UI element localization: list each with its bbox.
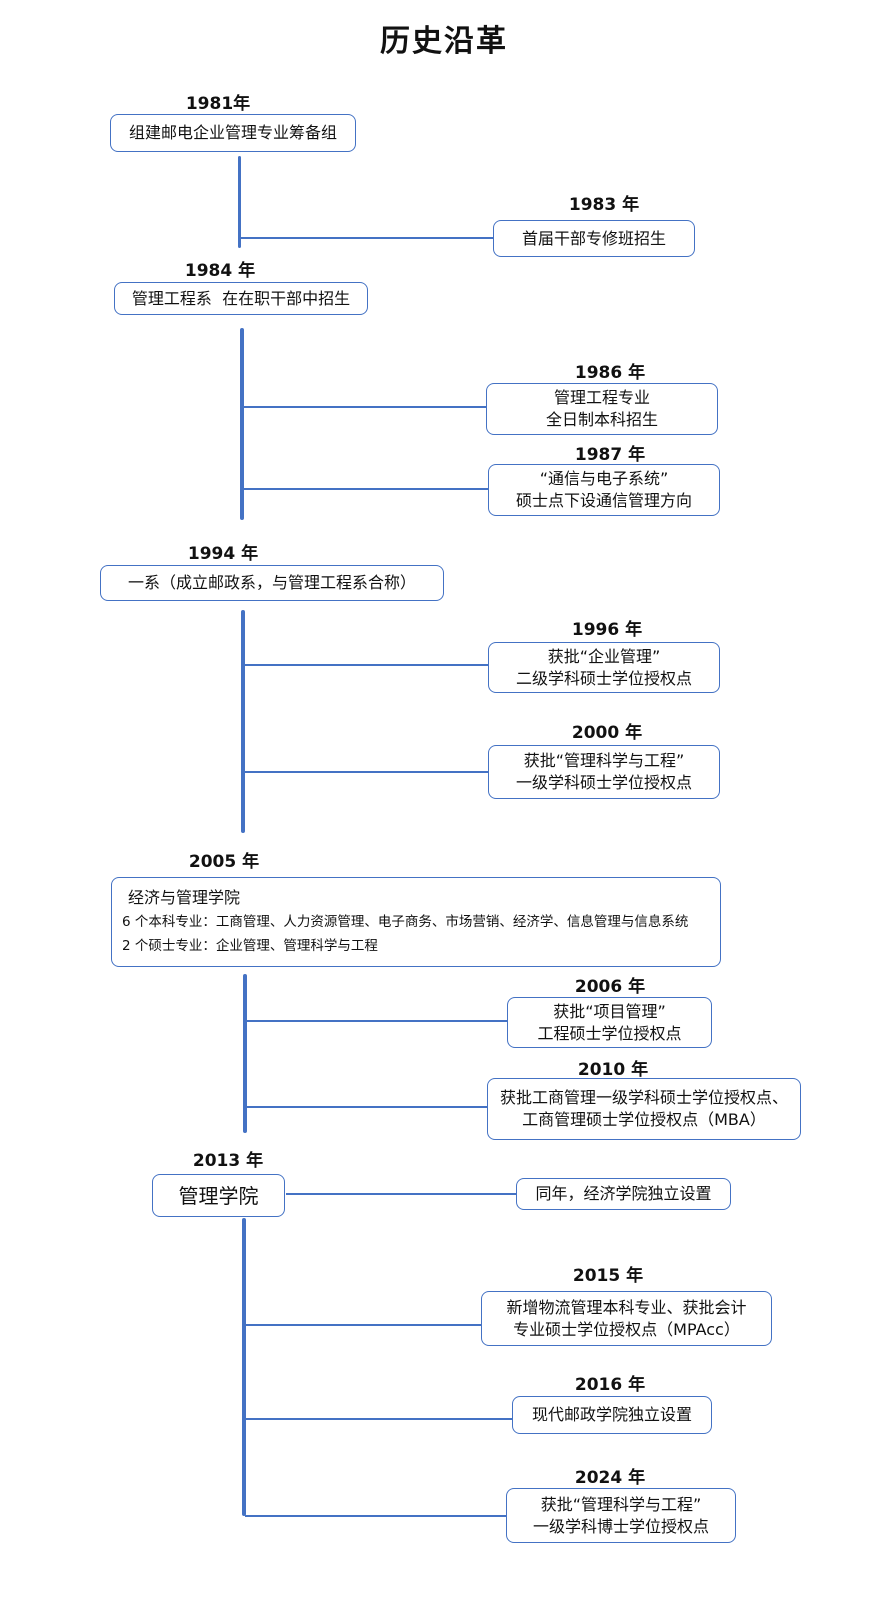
year-label-1996: 1996 年 — [571, 620, 643, 640]
year-label-2006: 2006 年 — [574, 977, 646, 997]
event-text: 6 个本科专业：工商管理、人力资源管理、电子商务、市场营销、经济学、信息管理与信… — [122, 914, 689, 930]
event-box-1981: 组建邮电企业管理专业筹备组 — [110, 114, 356, 152]
event-text: 新增物流管理本科专业、获批会计 — [506, 1297, 747, 1317]
year-label-2024: 2024 年 — [574, 1468, 646, 1488]
year-label-2016: 2016 年 — [574, 1375, 646, 1395]
event-box-1996: 获批“企业管理” 二级学科硕士学位授权点 — [488, 642, 720, 693]
year-label-1981: 1981年 — [185, 94, 251, 114]
event-text: 专业硕士学位授权点（MPAcc） — [513, 1319, 740, 1339]
year-label-1994: 1994 年 — [187, 544, 259, 564]
event-text: 管理工程专业 — [553, 388, 650, 407]
event-box-2013-economics: 同年，经济学院独立设置 — [516, 1178, 731, 1210]
year-label-1984: 1984 年 — [184, 261, 256, 281]
connector-2013b — [286, 1193, 518, 1195]
event-text: 二级学科硕士学位授权点 — [515, 668, 692, 688]
event-box-2010: 获批工商管理一级学科硕士学位授权点、 工商管理硕士学位授权点（MBA） — [487, 1078, 801, 1140]
timeline-segment-2013 — [242, 1218, 246, 1516]
event-box-2013: 管理学院 — [152, 1174, 285, 1217]
event-text: 管理学院 — [178, 1183, 259, 1208]
connector-2024 — [245, 1515, 507, 1517]
page-title: 历史沿革 — [380, 24, 508, 59]
year-label-2010: 2010 年 — [577, 1060, 649, 1080]
event-box-2005: 经济与管理学院 6 个本科专业：工商管理、人力资源管理、电子商务、市场营销、经济… — [111, 877, 721, 967]
event-box-1994: 一系（成立邮政系，与管理工程系合称） — [100, 565, 444, 601]
connector-1986 — [243, 406, 487, 408]
event-text: 首届干部专修班招生 — [521, 228, 666, 248]
event-text: 一系（成立邮政系，与管理工程系合称） — [127, 573, 416, 592]
event-text: 获批“管理科学与工程” — [540, 1494, 702, 1514]
connector-1987 — [243, 488, 489, 490]
event-box-2016: 现代邮政学院独立设置 — [512, 1396, 712, 1434]
year-label-2000: 2000 年 — [571, 723, 643, 743]
connector-2010 — [246, 1106, 488, 1108]
event-text: 组建邮电企业管理专业筹备组 — [128, 123, 337, 142]
year-label-1986: 1986 年 — [574, 363, 646, 383]
connector-2015 — [245, 1324, 482, 1326]
timeline-segment-1984 — [240, 328, 244, 520]
event-text: 2 个硕士专业：企业管理、管理科学与工程 — [122, 938, 378, 954]
event-box-1984: 管理工程系 在在职干部中招生 — [114, 282, 368, 315]
connector-2016 — [245, 1418, 514, 1420]
event-box-2000: 获批“管理科学与工程” 一级学科硕士学位授权点 — [488, 745, 720, 799]
event-box-2024: 获批“管理科学与工程” 一级学科博士学位授权点 — [506, 1488, 736, 1543]
timeline-segment-1981 — [238, 156, 241, 248]
year-label-2005: 2005 年 — [188, 852, 260, 872]
event-box-2015: 新增物流管理本科专业、获批会计 专业硕士学位授权点（MPAcc） — [481, 1291, 772, 1346]
connector-2000 — [244, 771, 489, 773]
event-text: 全日制本科招生 — [545, 410, 658, 429]
event-text: 管理工程系 在在职干部中招生 — [131, 288, 351, 308]
timeline-segment-1994 — [241, 610, 245, 833]
event-text: 现代邮政学院独立设置 — [531, 1405, 692, 1424]
event-text: 获批“项目管理” — [553, 1001, 666, 1021]
connector-1996 — [244, 664, 489, 666]
event-text: 工程硕士学位授权点 — [537, 1023, 682, 1043]
timeline-segment-2005 — [243, 974, 247, 1133]
event-text: 获批“管理科学与工程” — [523, 751, 685, 770]
event-text: 获批工商管理一级学科硕士学位授权点、 — [499, 1088, 788, 1107]
event-text: 一级学科博士学位授权点 — [532, 1516, 709, 1536]
connector-1983 — [240, 237, 494, 239]
year-label-1987: 1987 年 — [574, 445, 646, 465]
event-text: 经济与管理学院 — [128, 888, 241, 907]
event-box-1986: 管理工程专业 全日制本科招生 — [486, 383, 718, 435]
event-text: 一级学科硕士学位授权点 — [515, 773, 692, 792]
event-box-1987: “通信与电子系统” 硕士点下设通信管理方向 — [488, 464, 720, 516]
event-text: “通信与电子系统” — [539, 469, 669, 488]
event-box-2006: 获批“项目管理” 工程硕士学位授权点 — [507, 997, 712, 1048]
event-text: 获批“企业管理” — [547, 646, 661, 666]
year-label-2015: 2015 年 — [572, 1266, 644, 1286]
connector-2006 — [246, 1020, 508, 1022]
event-text: 工商管理硕士学位授权点（MBA） — [522, 1110, 766, 1129]
year-label-2013: 2013 年 — [192, 1151, 264, 1171]
event-box-1983: 首届干部专修班招生 — [493, 220, 695, 257]
year-label-1983: 1983 年 — [568, 195, 640, 215]
event-text: 硕士点下设通信管理方向 — [515, 491, 692, 510]
event-text: 同年，经济学院独立设置 — [535, 1184, 712, 1203]
